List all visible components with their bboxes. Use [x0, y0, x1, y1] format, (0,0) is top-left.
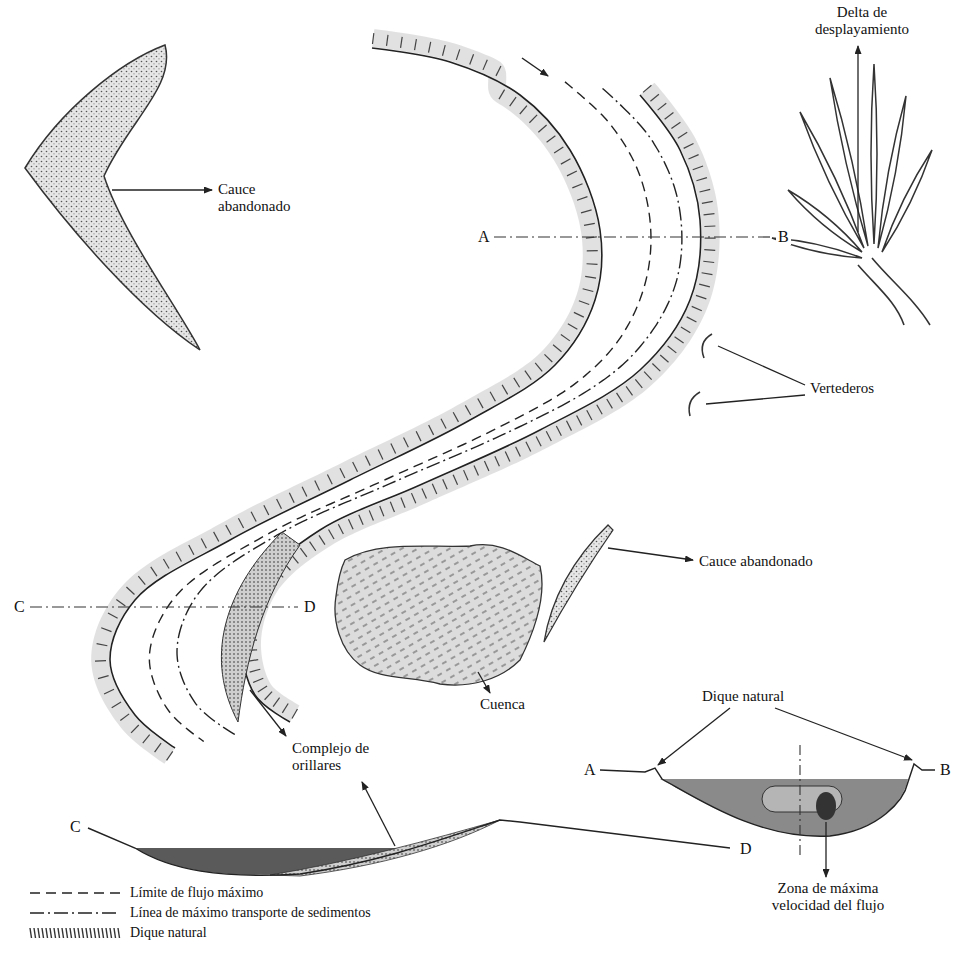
feature-label: Cauce abandonado: [216, 181, 310, 215]
leader-line: [857, 46, 858, 232]
crevasse-symbol: [689, 392, 700, 416]
oxbow-lake: [544, 525, 613, 642]
leader-line: [608, 548, 693, 560]
legend-text: Línea de máximo transporte de sedimentos: [130, 905, 371, 921]
section-letter: D: [738, 840, 754, 857]
leader-line: [112, 189, 212, 190]
oxbow-lake: [25, 45, 200, 350]
leader-line: [718, 346, 805, 385]
flood-basin: [335, 545, 542, 685]
leader-line: [250, 690, 286, 736]
section-letter: B: [776, 228, 791, 245]
section-letter: B: [938, 761, 953, 778]
legend-text: Límite de flujo máximo: [130, 885, 263, 901]
section-line: [494, 236, 772, 237]
feature-label: Cuenca: [478, 696, 527, 713]
cross-section-ab: [600, 708, 935, 877]
point-bar-complex: [221, 532, 300, 722]
section-letter: C: [12, 598, 27, 615]
legend-sample: [30, 928, 120, 938]
leader-line: [706, 395, 805, 404]
section-line: [30, 606, 298, 607]
feature-label: Dique natural: [700, 688, 786, 705]
section-letter: C: [68, 818, 83, 835]
section-letter: D: [302, 598, 318, 615]
flow-arrow: [522, 58, 548, 76]
feature-label: Vertederos: [808, 380, 876, 397]
legend-text: Dique natural: [130, 925, 207, 941]
feature-label: Cauce abandonado: [697, 553, 815, 570]
section-letter: A: [582, 761, 598, 778]
legend-samples: [30, 893, 120, 938]
leader-line: [478, 672, 490, 693]
splay-delta: [772, 64, 932, 325]
crevasse-symbol: [702, 334, 712, 358]
feature-label: Delta de desplayamiento: [795, 4, 929, 38]
cross-section-cd: [88, 782, 730, 876]
legend-sample: [30, 892, 120, 893]
feature-label: Complejo de orillares: [290, 740, 394, 774]
section-letter: A: [476, 228, 492, 245]
meander-channel: [95, 33, 716, 760]
feature-label: Zona de máxima velocidad del flujo: [750, 880, 906, 914]
legend-sample: [30, 912, 120, 913]
